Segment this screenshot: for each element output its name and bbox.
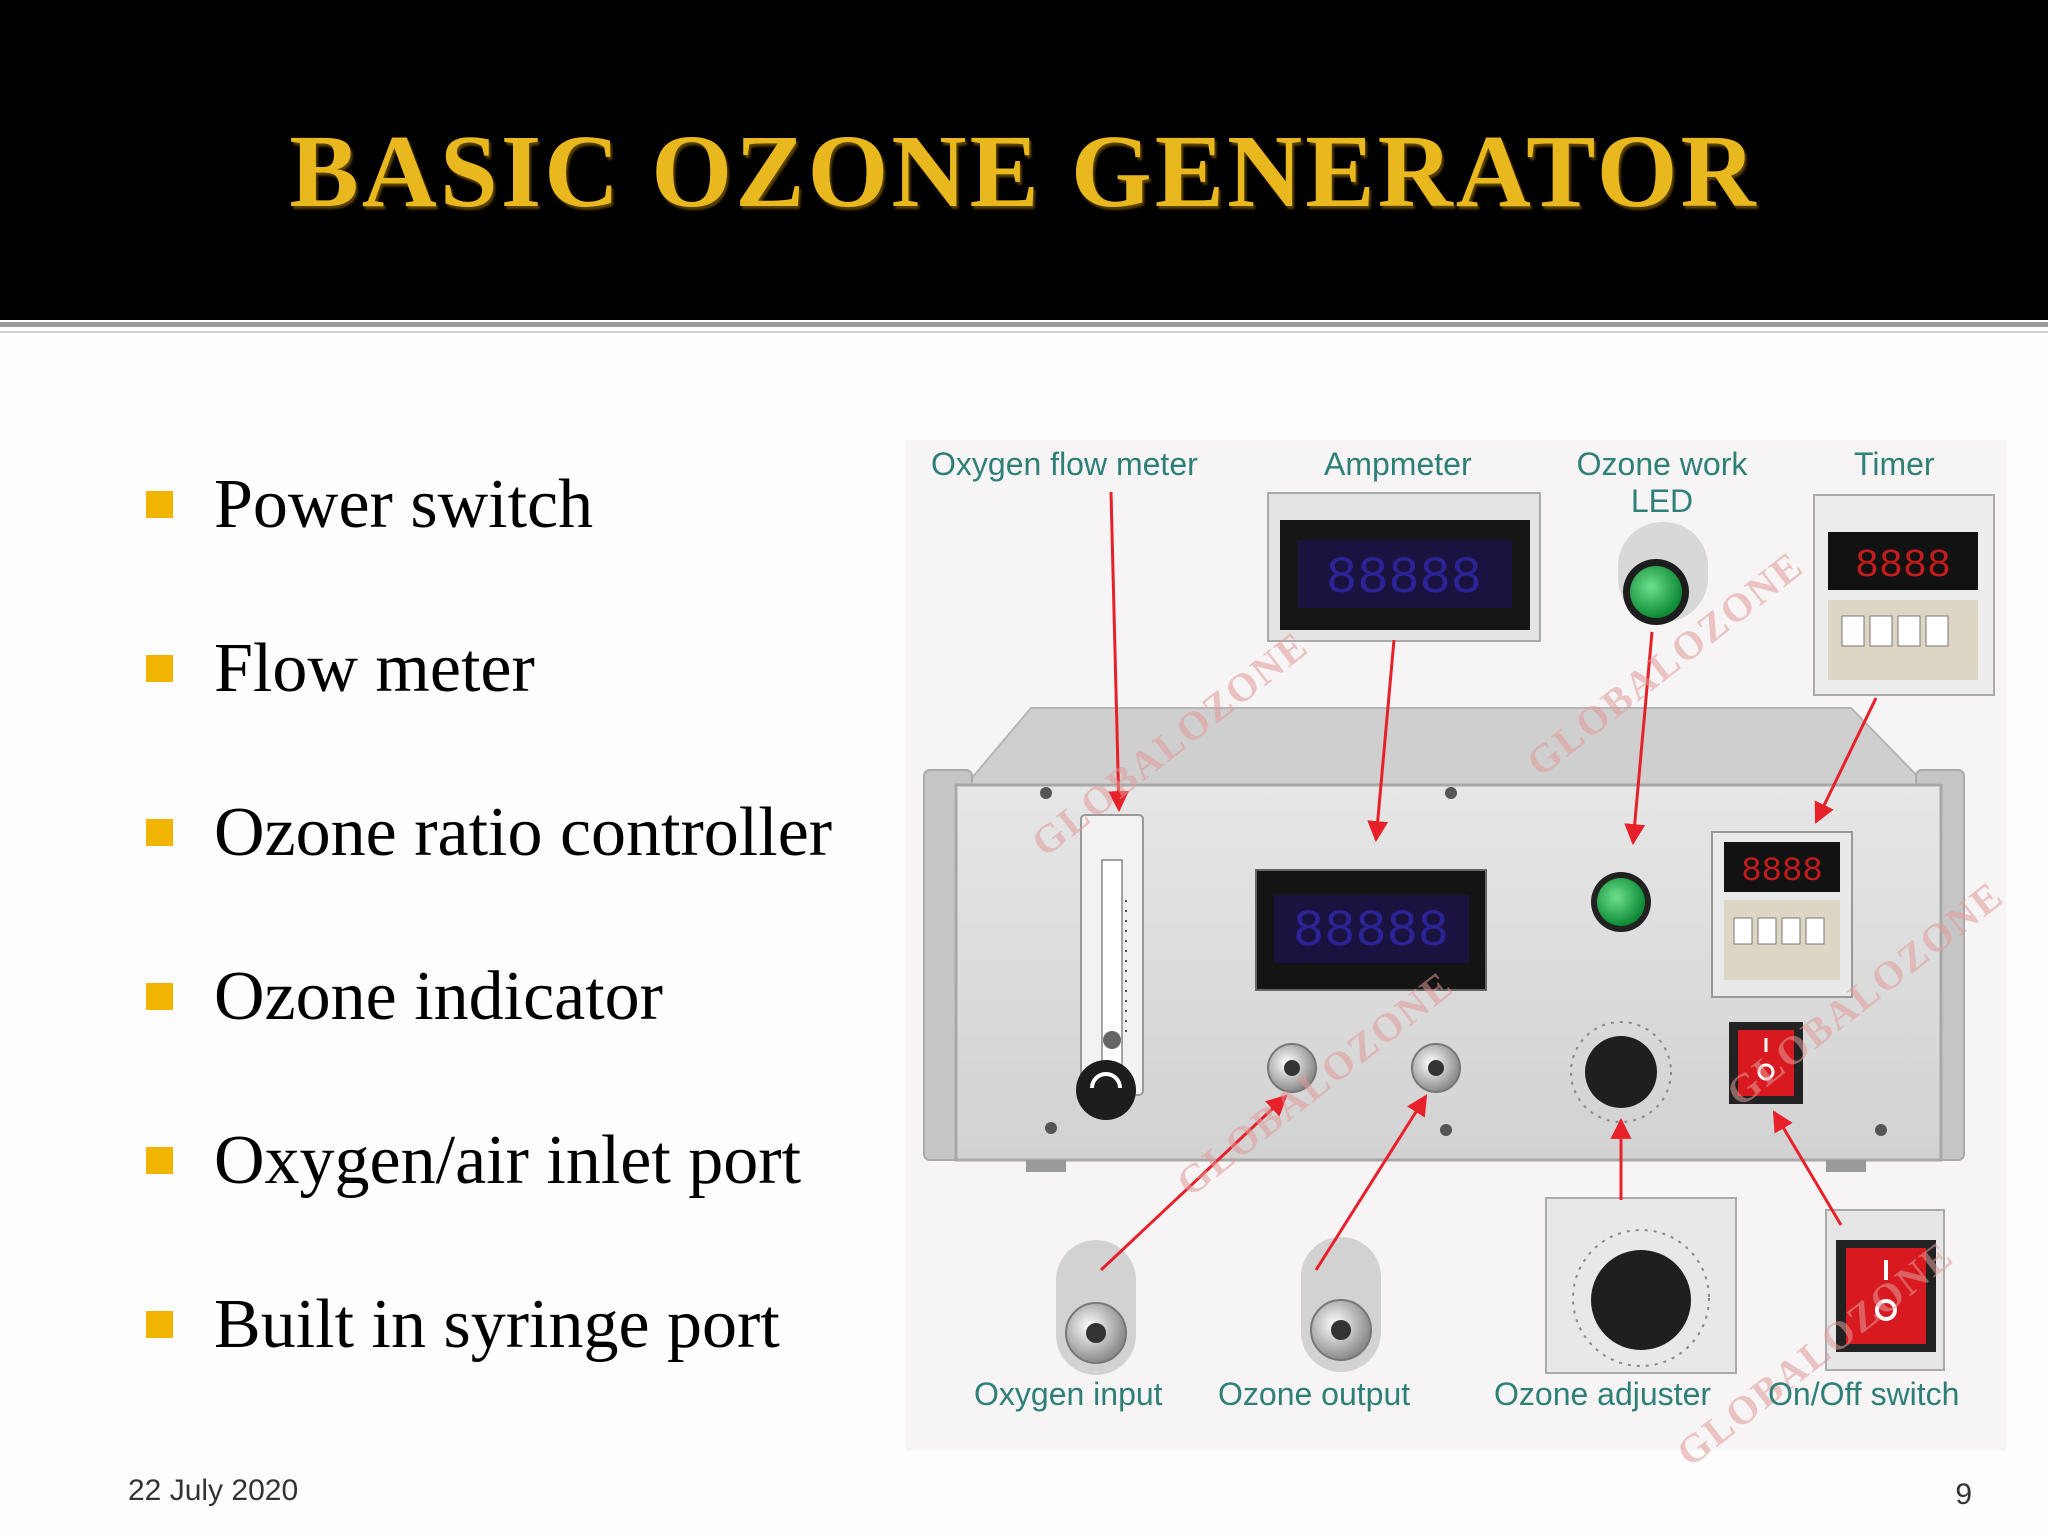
bullet-item: Oxygen/air inlet port xyxy=(146,1111,906,1275)
bullet-text: Ozone ratio controller xyxy=(214,794,833,871)
bullet-item: Built in syringe port xyxy=(146,1275,906,1439)
bullet-square-icon xyxy=(146,1311,173,1338)
page-number: 9 xyxy=(1955,1478,1972,1511)
bullet-text: Flow meter xyxy=(214,630,535,707)
bullet-text: Oxygen/air inlet port xyxy=(214,1122,802,1199)
callout-ozone-work-led: Ozone work LED xyxy=(1562,446,1762,520)
callout-ozone-adjuster: Ozone adjuster xyxy=(1494,1376,1712,1412)
bullet-text: Ozone indicator xyxy=(214,958,663,1035)
bullet-list: Power switch Flow meter Ozone ratio cont… xyxy=(146,455,906,1439)
title-divider-thin xyxy=(0,331,2048,333)
svg-text:88888: 88888 xyxy=(1293,902,1449,961)
bullet-square-icon xyxy=(146,983,173,1010)
bullet-square-icon xyxy=(146,491,173,518)
callout-line: LED xyxy=(1630,483,1694,519)
bullet-text: Built in syringe port xyxy=(214,1286,780,1363)
callout-oxygen-input: Oxygen input xyxy=(974,1376,1163,1412)
slide-title: BASIC OZONE GENERATOR xyxy=(289,114,1759,229)
callout-ozone-output: Ozone output xyxy=(1218,1376,1411,1412)
bullet-square-icon xyxy=(146,655,173,682)
bullet-square-icon xyxy=(146,1147,173,1174)
ozone-generator-photo: 88888 8888 88888 xyxy=(906,440,2012,1475)
svg-text:8888: 8888 xyxy=(1741,853,1823,891)
bullet-text: Power switch xyxy=(214,466,594,543)
callout-ampmeter: Ampmeter xyxy=(1324,446,1472,482)
footer-date: 22 July 2020 xyxy=(128,1474,299,1507)
bullet-item: Ozone indicator xyxy=(146,947,906,1111)
bullet-item: Power switch xyxy=(146,455,906,619)
svg-text:8888: 8888 xyxy=(1855,544,1951,589)
callout-timer: Timer xyxy=(1854,446,1935,482)
callout-line: Ozone work xyxy=(1576,446,1748,482)
title-bar xyxy=(0,0,2048,320)
callout-on-off-switch: On/Off switch xyxy=(1768,1376,1960,1412)
bullet-item: Flow meter xyxy=(146,619,906,783)
title-divider xyxy=(0,322,2048,327)
bullet-square-icon xyxy=(146,819,173,846)
svg-text:88888: 88888 xyxy=(1326,549,1482,608)
callout-oxygen-flow-meter: Oxygen flow meter xyxy=(931,446,1198,482)
bullet-item: Ozone ratio controller xyxy=(146,783,906,947)
